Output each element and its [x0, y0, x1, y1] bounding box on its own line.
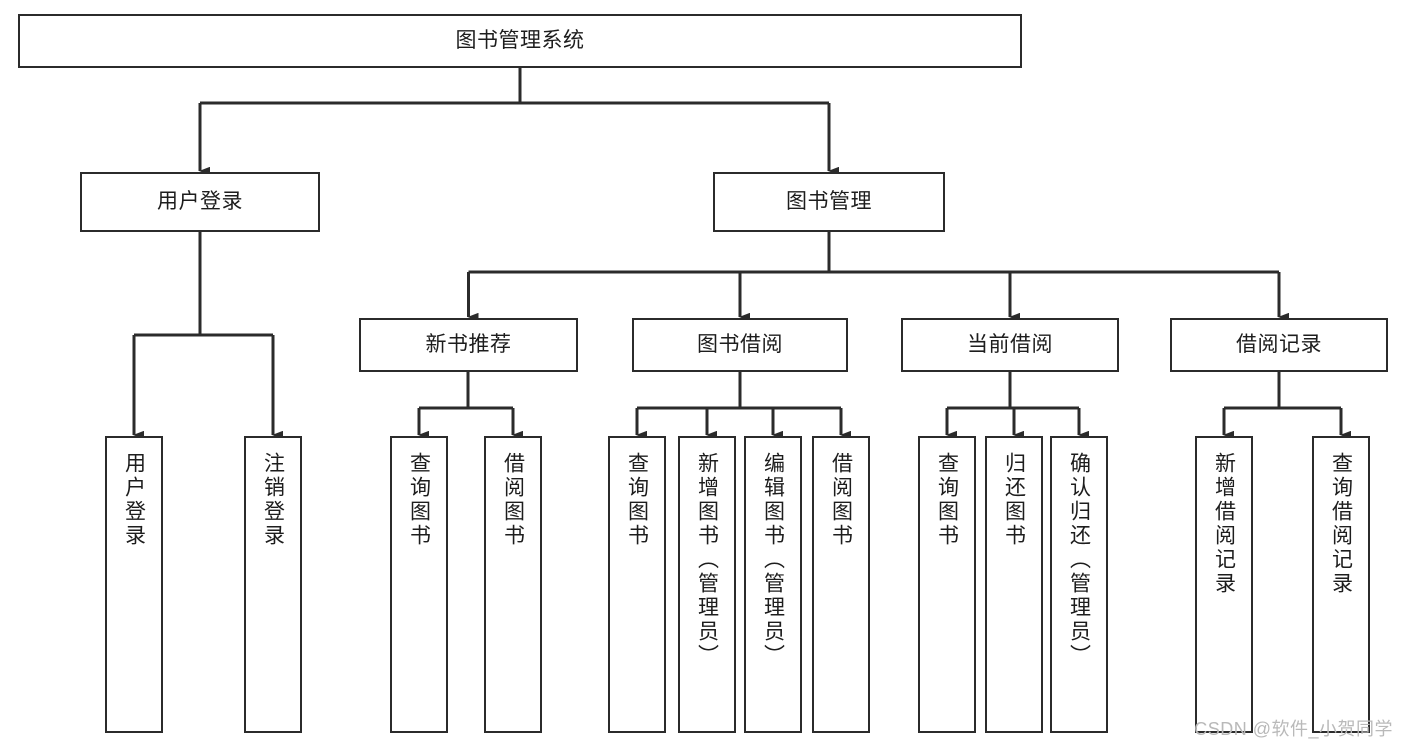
node-label-root: 图书管理系统 — [455, 28, 585, 52]
node-label-leaf-nb-query: 查询图书 — [407, 452, 431, 548]
node-leaf-bo-add[interactable]: 新增图书（管理员） — [678, 436, 736, 733]
node-label-leaf-cu-return: 归还图书 — [1002, 452, 1026, 548]
node-leaf-user-logout[interactable]: 注销登录 — [244, 436, 302, 733]
node-bookmgmt[interactable]: 图书管理 — [713, 172, 945, 232]
watermark: CSDN @软件_小贺同学 — [1194, 719, 1393, 739]
node-label-borrow: 图书借阅 — [697, 332, 783, 356]
node-leaf-bo-query[interactable]: 查询图书 — [608, 436, 666, 733]
node-login[interactable]: 用户登录 — [80, 172, 320, 232]
node-label-leaf-user-login: 用户登录 — [122, 452, 146, 548]
node-leaf-cu-return[interactable]: 归还图书 — [985, 436, 1043, 733]
node-leaf-user-login[interactable]: 用户登录 — [105, 436, 163, 733]
node-label-leaf-cu-query: 查询图书 — [935, 452, 959, 548]
node-records[interactable]: 借阅记录 — [1170, 318, 1388, 372]
node-label-current: 当前借阅 — [967, 332, 1053, 356]
node-label-leaf-bo-query: 查询图书 — [625, 452, 649, 548]
node-label-records: 借阅记录 — [1236, 332, 1322, 356]
node-leaf-bo-edit[interactable]: 编辑图书（管理员） — [744, 436, 802, 733]
node-label-leaf-nb-borrow: 借阅图书 — [501, 452, 525, 548]
node-current[interactable]: 当前借阅 — [901, 318, 1119, 372]
node-label-leaf-user-logout: 注销登录 — [261, 452, 285, 548]
node-leaf-re-query[interactable]: 查询借阅记录 — [1312, 436, 1370, 733]
node-label-leaf-re-add: 新增借阅记录 — [1212, 452, 1236, 596]
node-label-leaf-re-query: 查询借阅记录 — [1329, 452, 1353, 596]
node-leaf-cu-confirm[interactable]: 确认归还（管理员） — [1050, 436, 1108, 733]
node-borrow[interactable]: 图书借阅 — [632, 318, 848, 372]
node-root[interactable]: 图书管理系统 — [18, 14, 1022, 68]
node-leaf-bo-borrow[interactable]: 借阅图书 — [812, 436, 870, 733]
node-leaf-nb-query[interactable]: 查询图书 — [390, 436, 448, 733]
node-newbook[interactable]: 新书推荐 — [359, 318, 578, 372]
node-leaf-re-add[interactable]: 新增借阅记录 — [1195, 436, 1253, 733]
node-leaf-cu-query[interactable]: 查询图书 — [918, 436, 976, 733]
node-label-bookmgmt: 图书管理 — [786, 189, 872, 213]
connector-lines — [132, 68, 1351, 440]
node-label-leaf-cu-confirm: 确认归还（管理员） — [1067, 452, 1091, 668]
node-label-newbook: 新书推荐 — [425, 332, 512, 356]
node-label-leaf-bo-add: 新增图书（管理员） — [695, 452, 719, 668]
node-label-leaf-bo-borrow: 借阅图书 — [829, 452, 853, 548]
node-leaf-nb-borrow[interactable]: 借阅图书 — [484, 436, 542, 733]
node-label-leaf-bo-edit: 编辑图书（管理员） — [761, 452, 785, 668]
node-label-login: 用户登录 — [157, 189, 243, 213]
